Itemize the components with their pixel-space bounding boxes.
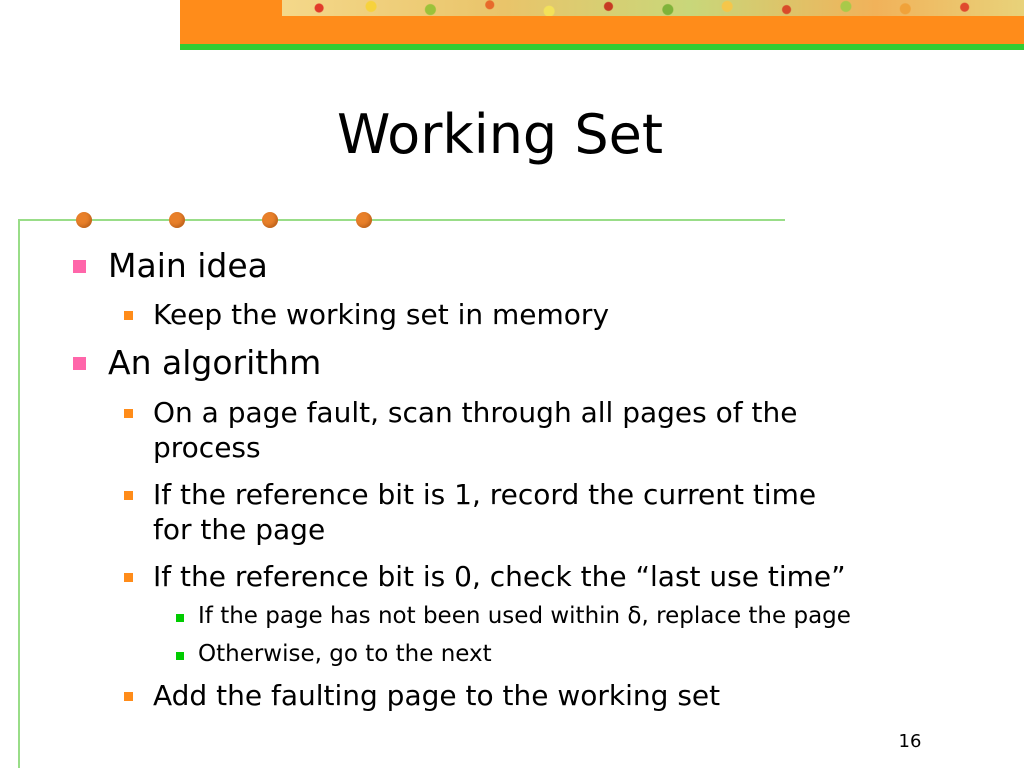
slide-title: Working Set bbox=[336, 103, 664, 166]
bullet-marker bbox=[124, 692, 133, 701]
bullet-text-line: On a page fault, scan through all pages … bbox=[153, 396, 798, 429]
green-accent-bar bbox=[180, 44, 1024, 50]
horizontal-divider bbox=[18, 219, 785, 221]
bullet-marker bbox=[73, 260, 86, 273]
decor-dot bbox=[76, 212, 92, 228]
bullet-text: If the page has not been used within δ, … bbox=[198, 603, 851, 629]
bullet-marker bbox=[73, 357, 86, 370]
bullet-text: An algorithm bbox=[108, 343, 322, 382]
bullet-text: Otherwise, go to the next bbox=[198, 641, 492, 667]
decor-dot bbox=[169, 212, 185, 228]
bullet-text-line: If the reference bit is 1, record the cu… bbox=[153, 478, 817, 511]
vertical-divider bbox=[18, 219, 20, 768]
bullet-marker bbox=[124, 311, 133, 320]
bullet-marker bbox=[124, 409, 133, 418]
decor-dot bbox=[262, 212, 278, 228]
bullet-marker bbox=[176, 652, 184, 660]
floral-strip-image bbox=[282, 0, 1024, 16]
bullet-marker bbox=[124, 573, 133, 582]
bullet-text: Keep the working set in memory bbox=[153, 298, 610, 331]
bullet-marker bbox=[176, 614, 184, 622]
page-number: 16 bbox=[898, 731, 922, 752]
bullet-marker bbox=[124, 491, 133, 500]
bullet-text: Add the faulting page to the working set bbox=[153, 679, 721, 712]
bullet-text-line: for the page bbox=[153, 513, 326, 546]
bullet-text-line: process bbox=[153, 431, 261, 464]
bullet-text: Main idea bbox=[108, 246, 268, 285]
decor-dot bbox=[356, 212, 372, 228]
bullet-text: If the reference bit is 0, check the “la… bbox=[153, 560, 846, 593]
